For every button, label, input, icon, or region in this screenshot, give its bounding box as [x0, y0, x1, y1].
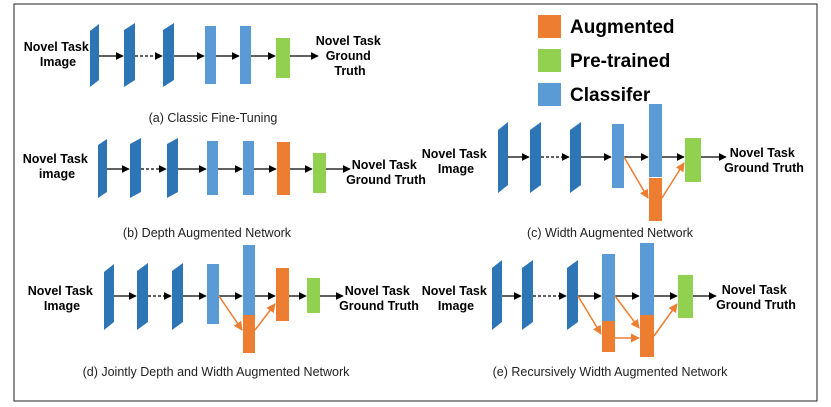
panel-d-augmented-layer-width — [243, 315, 255, 353]
panel-b-conv-3 — [167, 138, 178, 198]
panel-a-pretrained-layer — [276, 38, 290, 78]
panel-d-conv-1 — [104, 264, 114, 330]
panel-c-arrow-orange — [623, 156, 649, 199]
panel-c-caption: (c) Width Augmented Network — [527, 226, 694, 240]
panel-d-augmented-layer-depth — [276, 268, 289, 321]
panel-a-conv-2 — [124, 23, 135, 87]
panel-c-input-label: Novel Task Image — [422, 147, 491, 176]
panel-e-augmented-layer-2 — [640, 315, 654, 357]
panel-e-conv-1 — [492, 260, 502, 330]
panel-b-classifier-layer-2 — [243, 141, 254, 195]
legend: Augmented Pre-trained Classifer — [538, 15, 675, 106]
panel-d-output-label: Novel Task Ground Truth — [339, 284, 419, 313]
panel-c-classifier-layer-1 — [612, 124, 624, 188]
panel-e-classifier-layer-2 — [640, 243, 654, 315]
panel-c-conv-1 — [498, 122, 508, 193]
panel-b-classifier-layer-1 — [207, 141, 218, 195]
panel-d-classifier-layer-1 — [207, 264, 219, 324]
panel-a-classic-fine-tuning: Novel Task Image Novel Task Ground Truth… — [24, 23, 385, 125]
panel-c-width-augmented: Novel Task Image Novel Task Ground Truth… — [422, 104, 804, 240]
panel-b-input-label: Novel Task image — [23, 152, 92, 181]
panel-e-recursively-width-augmented: Novel Task Image Novel Task Ground Truth… — [422, 243, 796, 379]
panel-d-conv-3 — [172, 263, 183, 330]
panel-d-classifier-layer-2 — [243, 245, 255, 315]
panel-d-conv-2 — [137, 263, 148, 330]
legend-swatch-augmented — [538, 15, 561, 38]
panel-b-pretrained-layer — [313, 153, 326, 193]
panel-a-classifier-layer-2 — [240, 26, 251, 84]
panel-e-input-label: Novel Task Image — [422, 284, 491, 313]
panel-a-conv-3 — [163, 23, 174, 87]
panel-b-conv-1 — [98, 139, 107, 198]
panel-e-arrow-orange — [653, 303, 678, 337]
panel-c-pretrained-layer — [685, 138, 701, 182]
panel-d-arrow-orange — [254, 303, 276, 331]
panel-e-arrow-orange — [577, 295, 602, 335]
legend-label-classifier: Classifer — [570, 85, 651, 106]
legend-swatch-classifier — [538, 83, 561, 106]
panel-e-output-label: Novel Task Ground Truth — [716, 283, 796, 312]
legend-label-augmented: Augmented — [570, 17, 675, 38]
panel-a-caption: (a) Classic Fine-Tuning — [149, 111, 278, 125]
legend-label-pretrained: Pre-trained — [570, 51, 670, 72]
panel-d-input-label: Novel Task Image — [28, 284, 97, 313]
panel-b-caption: (b) Depth Augmented Network — [123, 226, 292, 240]
panel-e-caption: (e) Recursively Width Augmented Network — [493, 365, 729, 379]
legend-swatch-pretrained — [538, 49, 561, 72]
panel-d-jointly-depth-width-augmented: Novel Task Image Novel Task Ground Truth… — [28, 245, 419, 379]
panel-a-input-label: Novel Task Image — [24, 40, 93, 69]
panel-d-caption: (d) Jointly Depth and Width Augmented Ne… — [83, 365, 351, 379]
figure-border — [13, 3, 818, 402]
panel-a-classifier-layer-1 — [205, 26, 216, 84]
panel-a-conv-1 — [90, 24, 99, 87]
panel-e-classifier-layer-1 — [602, 254, 615, 321]
panel-b-augmented-layer — [277, 142, 290, 195]
panel-e-pretrained-layer — [678, 275, 693, 318]
panel-c-output-label: Novel Task Ground Truth — [724, 146, 804, 175]
panel-d-arrow-orange — [218, 295, 243, 331]
panel-b-output-label: Novel Task Ground Truth — [346, 158, 426, 187]
panel-c-arrow-orange — [661, 162, 685, 199]
panel-e-augmented-layer-1 — [602, 321, 615, 352]
panel-b-depth-augmented: Novel Task image Novel Task Ground Truth… — [23, 138, 426, 240]
panel-a-output-label: Novel Task Ground Truth — [316, 34, 385, 78]
panel-c-conv-2 — [530, 122, 541, 193]
panel-e-arrow-orange — [614, 295, 640, 329]
panel-c-classifier-layer-2 — [649, 104, 662, 177]
panel-d-pretrained-layer — [307, 278, 320, 313]
panel-e-conv-2 — [522, 260, 533, 330]
panel-e-conv-3 — [567, 260, 578, 330]
panel-c-augmented-layer — [649, 178, 662, 221]
panel-c-conv-3 — [570, 122, 581, 193]
panel-b-conv-2 — [130, 138, 141, 198]
